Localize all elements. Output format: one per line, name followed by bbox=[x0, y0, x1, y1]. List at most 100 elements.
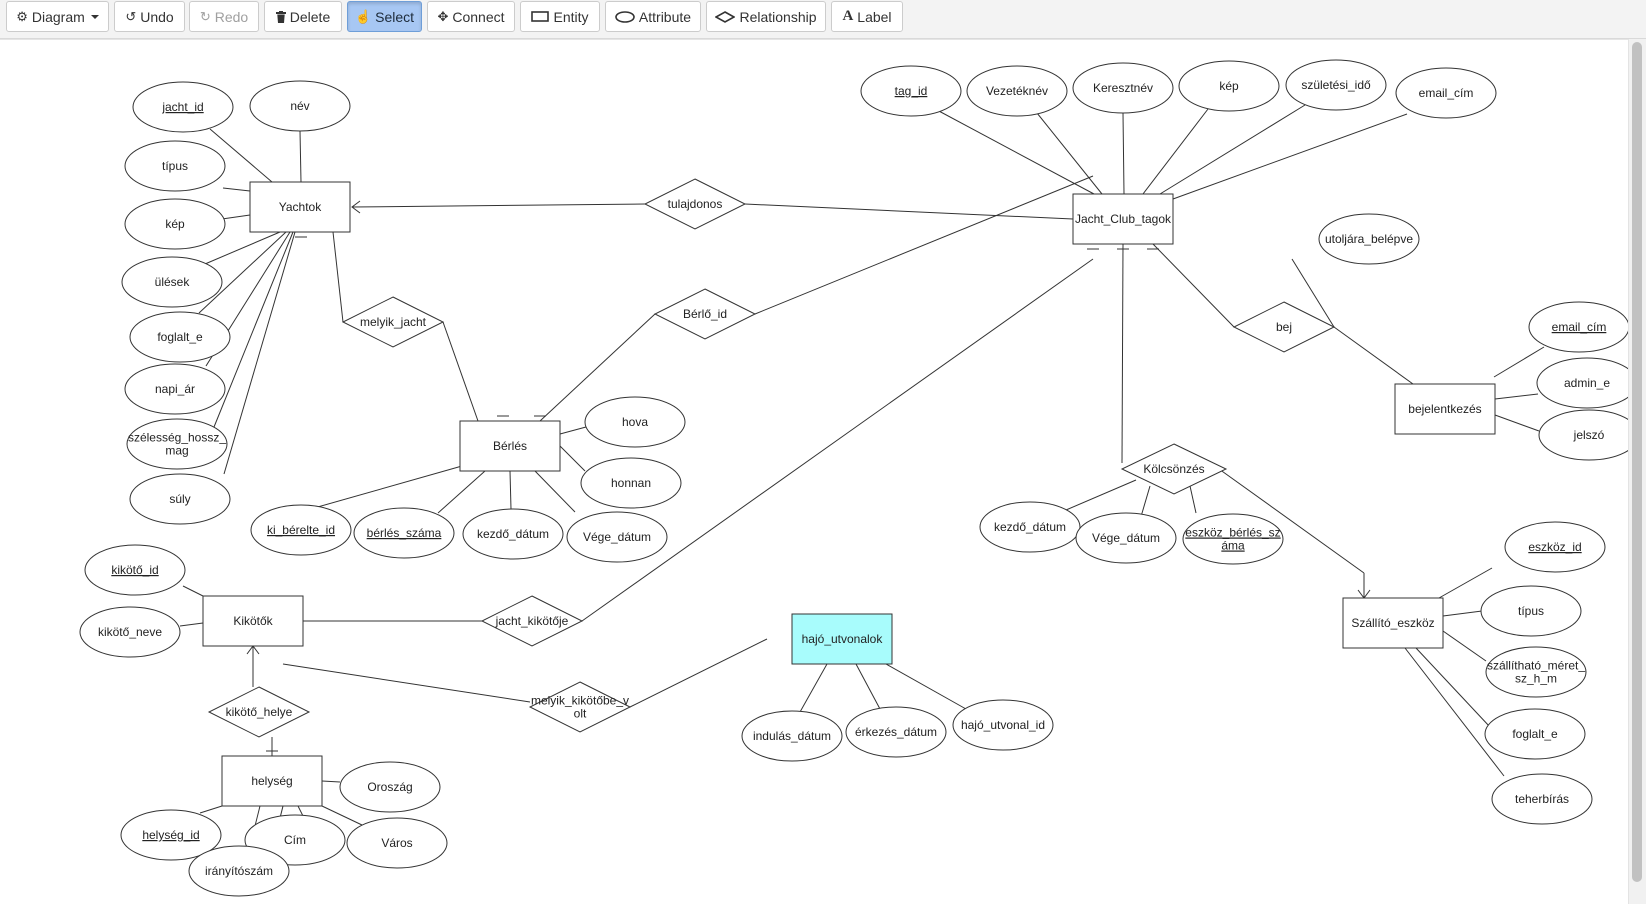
relationship-diamond[interactable] bbox=[643, 178, 747, 230]
attribute-ellipse[interactable] bbox=[1178, 60, 1280, 112]
entity-box[interactable] bbox=[1342, 597, 1444, 649]
connection-line[interactable] bbox=[581, 258, 1094, 622]
connection-line[interactable] bbox=[559, 426, 587, 435]
attribute-ki-berelte-id[interactable]: ki_bérelte_id bbox=[250, 504, 352, 556]
attribute-vege-datum-b[interactable]: Vége_dátum bbox=[566, 511, 668, 563]
attribute-ellipse[interactable] bbox=[1072, 62, 1174, 114]
attribute-kezdo-datum-k[interactable]: kezdő_dátum bbox=[979, 501, 1081, 553]
attribute-ellipse[interactable] bbox=[353, 507, 455, 559]
attribute-szallithato-meret[interactable]: szállítható_méret_sz_h_m bbox=[1485, 646, 1587, 698]
connection-line[interactable] bbox=[1159, 104, 1306, 195]
connect-button[interactable]: ✥ Connect bbox=[427, 1, 515, 32]
entity-jacht-club-tagok[interactable]: Jacht_Club_tagok bbox=[1072, 193, 1174, 245]
connection-line[interactable] bbox=[182, 585, 204, 597]
attribute-ellipse[interactable] bbox=[339, 761, 441, 813]
connection-line[interactable] bbox=[1172, 113, 1408, 200]
entity-box[interactable] bbox=[459, 420, 561, 472]
attribute-hajo-utvonal-id[interactable]: hajó_utvonal_id bbox=[952, 699, 1054, 751]
connection-line[interactable] bbox=[1189, 485, 1197, 514]
attribute-ellipse[interactable] bbox=[124, 198, 226, 250]
attribute-ellipse[interactable] bbox=[84, 544, 186, 596]
attribute-napi-ar[interactable]: napi_ár bbox=[124, 363, 226, 415]
connection-line[interactable] bbox=[1494, 393, 1539, 400]
attribute-kikoto-neve[interactable]: kikötő_neve bbox=[79, 606, 181, 658]
entity-box[interactable] bbox=[1394, 383, 1496, 435]
attribute-foglalt-e-s[interactable]: foglalt_e bbox=[1484, 708, 1586, 760]
attribute-kikoto-id[interactable]: kikötő_id bbox=[84, 544, 186, 596]
attribute-vege-datum-k[interactable]: Vége_dátum bbox=[1075, 512, 1177, 564]
attribute-ellipse[interactable] bbox=[124, 363, 226, 415]
attribute-tipus-y[interactable]: típus bbox=[124, 140, 226, 192]
attribute-ellipse[interactable] bbox=[566, 511, 668, 563]
attribute-honnan[interactable]: honnan bbox=[580, 457, 682, 509]
entity-box[interactable] bbox=[249, 181, 351, 233]
attribute-varos[interactable]: Város bbox=[346, 817, 448, 869]
attribute-tipus-s[interactable]: típus bbox=[1480, 585, 1582, 637]
attribute-ellipse[interactable] bbox=[1182, 513, 1284, 565]
connection-line[interactable] bbox=[1121, 243, 1124, 464]
attribute-ellipse[interactable] bbox=[1485, 646, 1587, 698]
connection-line[interactable] bbox=[1438, 567, 1493, 599]
connection-line[interactable] bbox=[213, 231, 294, 428]
attribute-ellipse[interactable] bbox=[462, 508, 564, 560]
attribute-iranyitoszam[interactable]: irányítószám bbox=[188, 845, 290, 897]
relationship-diamond[interactable] bbox=[341, 296, 445, 348]
entity-box[interactable] bbox=[202, 595, 304, 647]
connection-line[interactable] bbox=[1122, 112, 1125, 195]
entity-box[interactable] bbox=[221, 755, 323, 807]
attribute-ellipse[interactable] bbox=[124, 140, 226, 192]
relationship-kolcsonzes[interactable]: Kölcsönzés bbox=[1120, 443, 1228, 495]
connection-line[interactable] bbox=[936, 109, 1095, 195]
attribute-ellipse[interactable] bbox=[979, 501, 1081, 553]
entity-box[interactable] bbox=[791, 613, 893, 665]
attribute-helyseg-id[interactable]: helység_id bbox=[120, 809, 222, 861]
connection-line[interactable] bbox=[1142, 108, 1209, 195]
relationship-kikoto-helye[interactable]: kikötő_helye bbox=[207, 686, 311, 738]
connection-line[interactable] bbox=[204, 231, 281, 265]
relationship-tulajdonos[interactable]: tulajdonos bbox=[643, 178, 747, 230]
connection-line[interactable] bbox=[282, 663, 531, 703]
connection-line[interactable] bbox=[1442, 630, 1487, 662]
relationship-diamond[interactable] bbox=[480, 595, 584, 647]
attribute-indulas-datum[interactable]: indulás_dátum bbox=[741, 710, 843, 762]
entity-helyseg[interactable]: helység bbox=[221, 755, 323, 807]
attribute-orosz[interactable]: Oroszág bbox=[339, 761, 441, 813]
connection-line[interactable] bbox=[1036, 112, 1103, 195]
entity-kikotok[interactable]: Kikötők bbox=[202, 595, 304, 647]
attribute-ellipse[interactable] bbox=[188, 845, 290, 897]
relationship-jacht-kikotoje[interactable]: jacht_kikötője bbox=[480, 595, 584, 647]
connection-line[interactable] bbox=[855, 663, 881, 710]
attribute-vezeteknev[interactable]: Vezetéknév bbox=[966, 65, 1068, 117]
attribute-ellipse[interactable] bbox=[1285, 59, 1387, 111]
attribute-kezdo-datum-b[interactable]: kezdő_dátum bbox=[462, 508, 564, 560]
connection-line[interactable] bbox=[223, 231, 296, 475]
attribute-ellipse[interactable] bbox=[120, 809, 222, 861]
entity-berles[interactable]: Bérlés bbox=[459, 420, 561, 472]
select-button[interactable]: ☝ Select bbox=[347, 1, 422, 32]
connection-line[interactable] bbox=[559, 445, 586, 472]
entity-yachtok[interactable]: Yachtok bbox=[249, 181, 351, 233]
attribute-kep-t[interactable]: kép bbox=[1178, 60, 1280, 112]
connection-line[interactable] bbox=[321, 805, 363, 826]
connection-line[interactable] bbox=[1291, 258, 1335, 328]
attribute-email-cim-t[interactable]: email_cím bbox=[1395, 67, 1497, 119]
relationship-melyik-jacht[interactable]: melyik_jacht bbox=[341, 296, 445, 348]
entity-szallito-eszkoz[interactable]: Szállító_eszköz bbox=[1342, 597, 1444, 649]
attribute-ellipse[interactable] bbox=[1536, 357, 1629, 409]
relationship-diamond[interactable] bbox=[1120, 443, 1228, 495]
connection-line[interactable] bbox=[297, 805, 304, 817]
attribute-ellipse[interactable] bbox=[952, 699, 1054, 751]
connection-line[interactable] bbox=[299, 130, 302, 183]
attribute-email-cim-b[interactable]: email_cím bbox=[1528, 301, 1629, 353]
connection-line[interactable] bbox=[437, 470, 486, 514]
attribute-eszkoz-berles-szama[interactable]: eszköz_bérlés_száma bbox=[1182, 513, 1284, 565]
attribute-ellipse[interactable] bbox=[1480, 585, 1582, 637]
connection-line[interactable] bbox=[442, 321, 479, 422]
attribute-ellipse[interactable] bbox=[1491, 773, 1593, 825]
scrollbar-thumb[interactable] bbox=[1632, 42, 1642, 882]
attribute-utoljara-belepve[interactable]: utoljára_belépve bbox=[1318, 213, 1420, 265]
connection-line[interactable] bbox=[332, 231, 344, 323]
connection-line[interactable] bbox=[885, 663, 967, 710]
attribute-admin-e[interactable]: admin_e bbox=[1536, 357, 1629, 409]
